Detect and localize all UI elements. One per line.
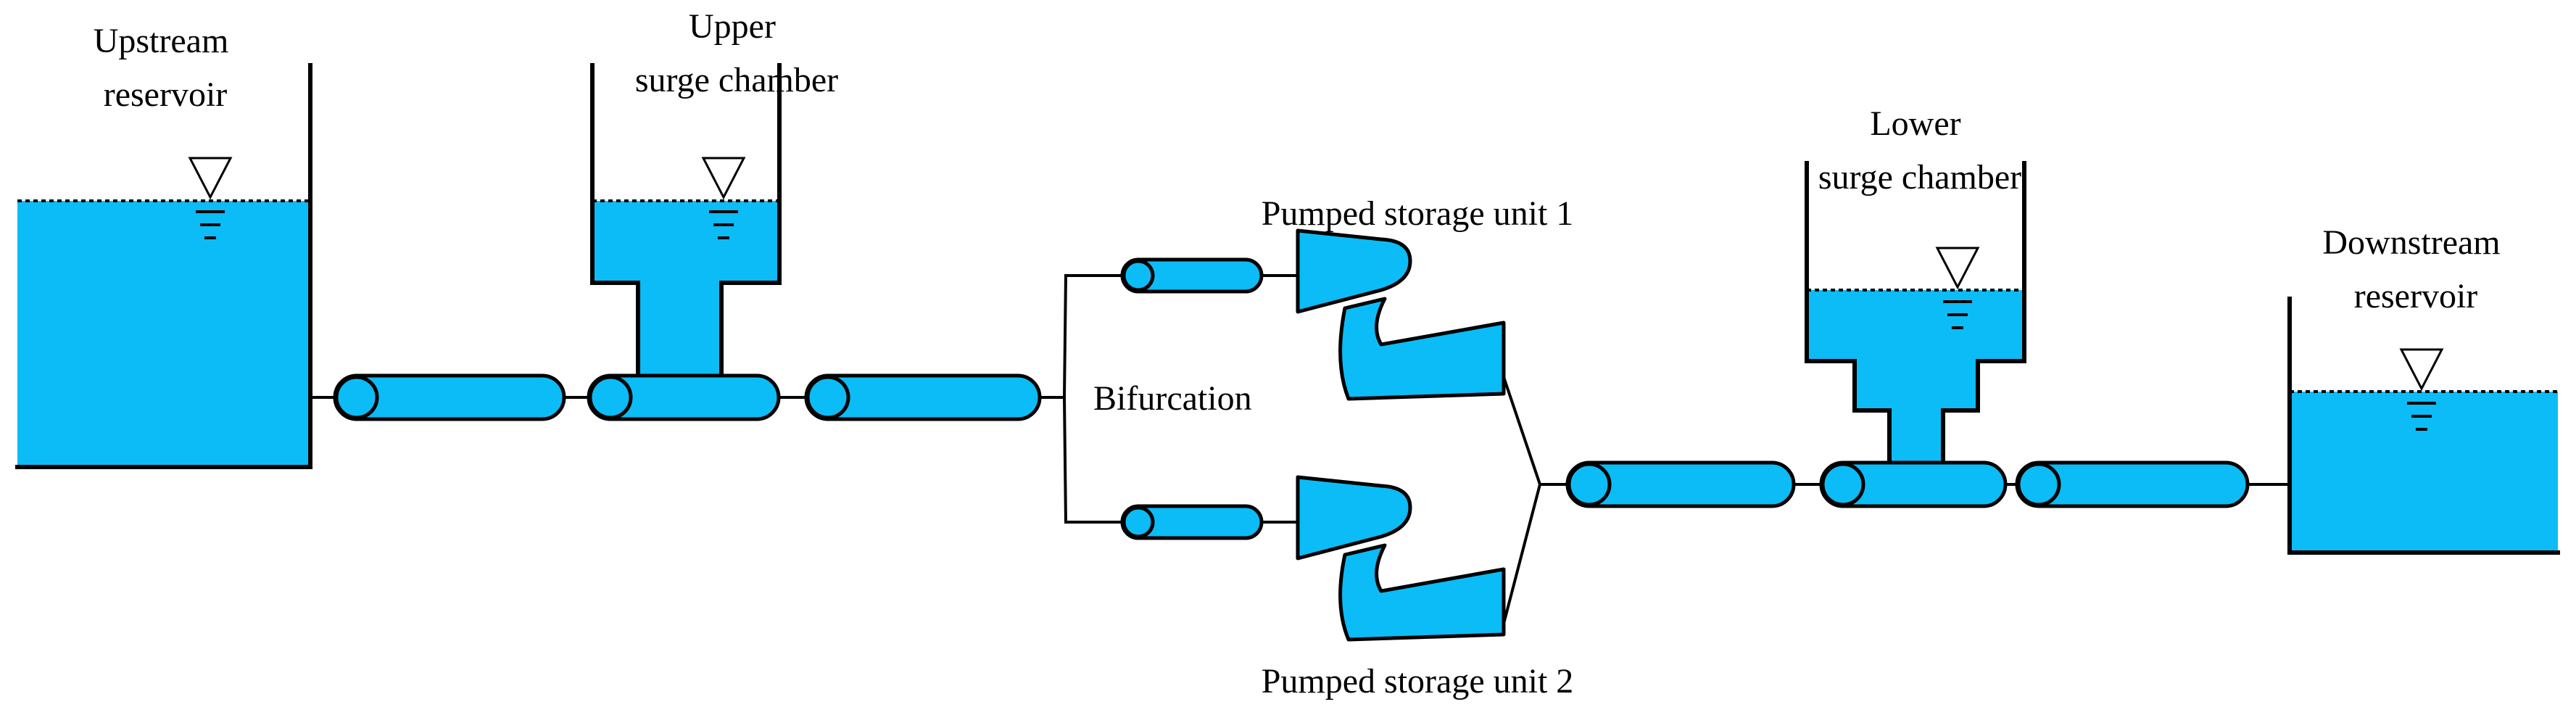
lower-surge-chamber: Lower surge chamber: [1805, 104, 2026, 508]
upstream-reservoir-label: Upstream reservoir: [94, 22, 238, 114]
upper-surge-chamber: Upper surge chamber: [587, 7, 838, 421]
pipe-segment: [333, 373, 566, 421]
downstream-reservoir-label-line-2: reservoir: [2354, 277, 2478, 315]
downstream-reservoir-label-line-1: Downstream: [2322, 223, 2500, 262]
upstream-reservoir-label-line-2: reservoir: [104, 75, 228, 114]
upper-surge-chamber-label-line-2: surge chamber: [635, 61, 838, 99]
upper-surge-chamber-label-line-1: Upper: [689, 7, 776, 46]
pumped-storage-unit-2: Pumped storage unit 2: [1262, 475, 1574, 700]
lower-surge-chamber-label-line-1: Lower: [1870, 104, 1960, 143]
branch-pipe-2: [1102, 504, 1298, 540]
pumped-storage-unit-1: Pumped storage unit 1: [1262, 194, 1574, 401]
bifurcation-label: Bifurcation: [1093, 379, 1252, 418]
upstream-reservoir: Upstream reservoir: [15, 22, 312, 469]
upstream-reservoir-label-line-1: Upstream: [94, 22, 229, 60]
bifurcation: Bifurcation: [1040, 274, 1252, 524]
lower-surge-chamber-label: Lower surge chamber: [1818, 104, 2021, 197]
upper-surge-chamber-label: Upper surge chamber: [635, 7, 838, 99]
pipe-segment: [2015, 460, 2250, 508]
branch-pipe-1: [1102, 257, 1298, 294]
pumped-storage-unit-1-label: Pumped storage unit 1: [1262, 194, 1574, 233]
pipe-segment: [804, 373, 1042, 421]
water-level-triangle-icon: [701, 157, 746, 239]
downstream-reservoir: Downstream reservoir: [2287, 223, 2560, 555]
pumped-storage-unit-2-label: Pumped storage unit 2: [1262, 662, 1574, 700]
merge-junction: [1502, 376, 1567, 624]
water-level-triangle-icon: [1935, 247, 1980, 329]
downstream-reservoir-label: Downstream reservoir: [2322, 223, 2509, 315]
water-level-triangle-icon: [188, 157, 233, 239]
pipe-segment: [1565, 460, 1796, 508]
lower-surge-chamber-label-line-2: surge chamber: [1818, 158, 2021, 197]
water-level-triangle-icon: [2399, 348, 2444, 431]
